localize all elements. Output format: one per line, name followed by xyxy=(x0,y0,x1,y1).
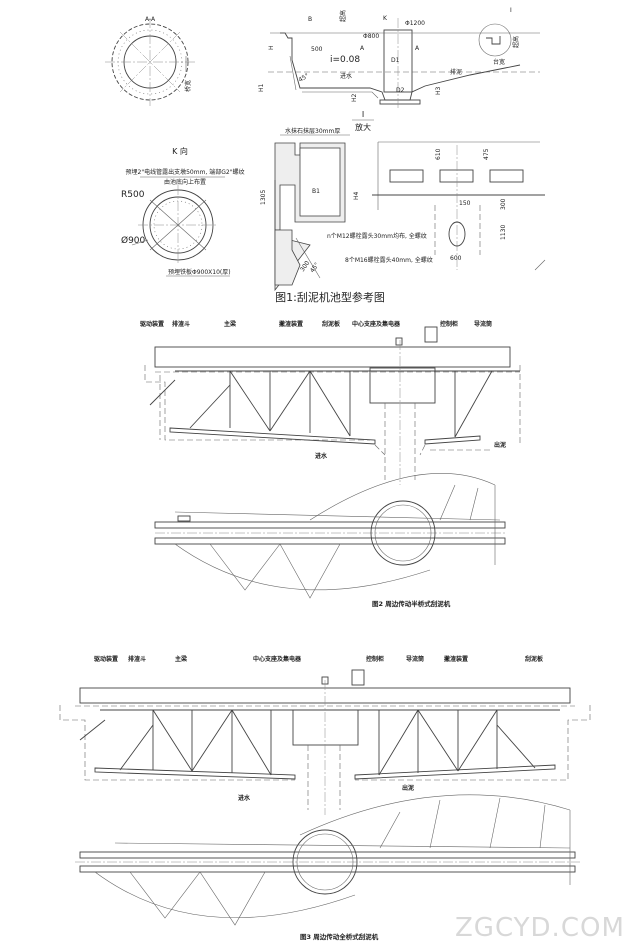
figure-2-plan-view xyxy=(154,473,506,599)
label-control-cabinet: 控制柜 xyxy=(440,320,458,328)
k-note-layout: 由池底向上布置 xyxy=(164,178,206,186)
bolt-note-m12: n个M12螺栓露头30mm均布, 全螺纹 xyxy=(327,232,427,240)
label-drive-unit: 驱动装置 xyxy=(94,655,118,663)
section-aa-ring: A-A 桥宽 xyxy=(105,16,195,106)
figure-3-labels: 驱动装置 排渣斗 主梁 中心支座及集电器 控制柜 导流筒 撇渣装置 刮泥板 xyxy=(94,655,544,663)
label-scum-hopper: 排渣斗 xyxy=(128,655,146,663)
dim-h2: H2 xyxy=(351,93,358,102)
label-scum-hopper: 排渣斗 xyxy=(172,320,190,328)
figure-1-pool-reference: A-A 桥宽 B 超高 K Φ1200 Φ80 xyxy=(105,7,546,304)
figure-3-full-bridge-scraper: 驱动装置 排渣斗 主梁 中心支座及集电器 控制柜 导流筒 撇渣装置 刮泥板 xyxy=(59,655,591,941)
right-dim-475: 475 xyxy=(483,148,490,160)
figure-2-labels: 驱动装置 排渣斗 主梁 撇渣装置 刮泥板 中心支座及集电器 控制柜 导流筒 xyxy=(140,320,492,328)
figure-2-caption: 图2 周边传动半桥式刮泥机 xyxy=(372,599,451,608)
dim-phi800: Φ800 xyxy=(363,33,379,40)
label-center-support: 中心支座及集电器 xyxy=(253,655,302,663)
right-dim-600: 600 xyxy=(450,255,462,262)
dim-a-left: A xyxy=(360,45,365,52)
k-view-label: K 向 xyxy=(172,146,188,156)
dim-a-right: A xyxy=(415,45,420,52)
detail-dim-b1: B1 xyxy=(312,188,320,195)
outlet-label: 排泥 xyxy=(450,68,462,76)
label-skimmer: 撇渣装置 xyxy=(444,655,468,663)
label-drive-unit: 驱动装置 xyxy=(140,320,164,328)
anchor-bolt-detail: 610 475 150 300 1130 600 n个M12螺栓露头30mm均布… xyxy=(327,141,546,271)
dim-h: H xyxy=(268,45,275,50)
plaster-note: 水抹石抹层30mm厚 xyxy=(285,127,340,135)
dim-h3: H3 xyxy=(435,86,442,95)
label-guide-cylinder: 导流筒 xyxy=(406,655,424,663)
pool-section-view: B 超高 K Φ1200 Φ800 A A H 500 i=0.08 D1 D2… xyxy=(258,7,540,110)
section-aa-label: A-A xyxy=(145,16,156,23)
detail-dim-angle: 45° xyxy=(309,261,321,274)
watermark: ZGCYD.COM xyxy=(455,913,622,943)
k-note-conduit: 预埋2"电线管露出支墩50mm, 端部G2"螺纹 xyxy=(126,168,245,176)
dim-d1: D1 xyxy=(391,57,400,64)
detail-dim-h: 1305 xyxy=(260,190,267,205)
label-center-support: 中心支座及集电器 xyxy=(352,320,401,328)
label-main-beam: 主梁 xyxy=(224,320,236,328)
figure-2-truss xyxy=(189,370,493,438)
dim-h1: H1 xyxy=(258,83,265,92)
dim-angle: 45° xyxy=(298,72,311,83)
detail-dim-h4: H4 xyxy=(353,191,360,200)
outlet-label: 出泥 xyxy=(402,784,414,792)
inlet-label: 进水 xyxy=(238,794,251,802)
label-scraper-blade: 刮泥板 xyxy=(525,655,544,663)
detail-ref: I xyxy=(510,7,512,14)
bolt-note-m16: 8个M16螺栓露头40mm, 全螺纹 xyxy=(345,256,433,264)
k-r500: R500 xyxy=(121,190,145,200)
label-guide-cylinder: 导流筒 xyxy=(474,320,492,328)
dim-d2: D2 xyxy=(396,87,405,94)
detail-title: I xyxy=(362,110,364,119)
figure-3-plan-view xyxy=(75,794,580,926)
dim-k: K xyxy=(383,15,388,22)
right-dim-610: 610 xyxy=(435,148,442,160)
right-dim-150: 150 xyxy=(459,200,471,207)
inlet-label: 进水 xyxy=(340,72,352,80)
label-control-cabinet: 控制柜 xyxy=(366,655,384,663)
label-main-beam: 主梁 xyxy=(175,655,187,663)
k-phi900: Ø900 xyxy=(121,235,146,246)
figure-3-truss xyxy=(119,709,536,776)
figure-3-caption: 图3 周边传动全桥式刮泥机 xyxy=(300,932,379,941)
dim-top: 超高 xyxy=(339,10,347,22)
dim-500: 500 xyxy=(311,46,323,53)
dim-phi1200: Φ1200 xyxy=(405,20,425,27)
figure-2-half-bridge-scraper: 驱动装置 排渣斗 主梁 撇渣装置 刮泥板 中心支座及集电器 控制柜 导流筒 xyxy=(140,320,521,608)
platform-label: 台宽 xyxy=(493,58,505,66)
dim-slope: i=0.08 xyxy=(330,55,360,65)
detail-subtitle: 放大 xyxy=(355,122,371,132)
right-dim-300: 300 xyxy=(500,198,507,210)
label-scraper-blade: 刮泥板 xyxy=(322,320,341,328)
figure-1-caption: 图1:刮泥机池型参考图 xyxy=(275,290,385,304)
k-plate-note: 预埋铁板Φ900X10(厚) xyxy=(168,268,231,276)
outlet-label: 出泥 xyxy=(494,441,506,449)
dim-b: B xyxy=(308,16,312,23)
label-skimmer: 撇渣装置 xyxy=(279,320,303,328)
right-dim-1130: 1130 xyxy=(500,225,507,240)
inlet-label: 进水 xyxy=(315,452,328,460)
detail-i-enlarged: I 放大 水抹石抹层30mm厚 1305 B1 H4 300 45° xyxy=(260,110,374,292)
aa-dim: 桥宽 xyxy=(184,80,192,92)
k-view: K 向 预埋2"电线管露出支墩50mm, 端部G2"螺纹 由池底向上布置 R50… xyxy=(121,146,245,277)
dim-rim: 超高 xyxy=(512,36,520,48)
